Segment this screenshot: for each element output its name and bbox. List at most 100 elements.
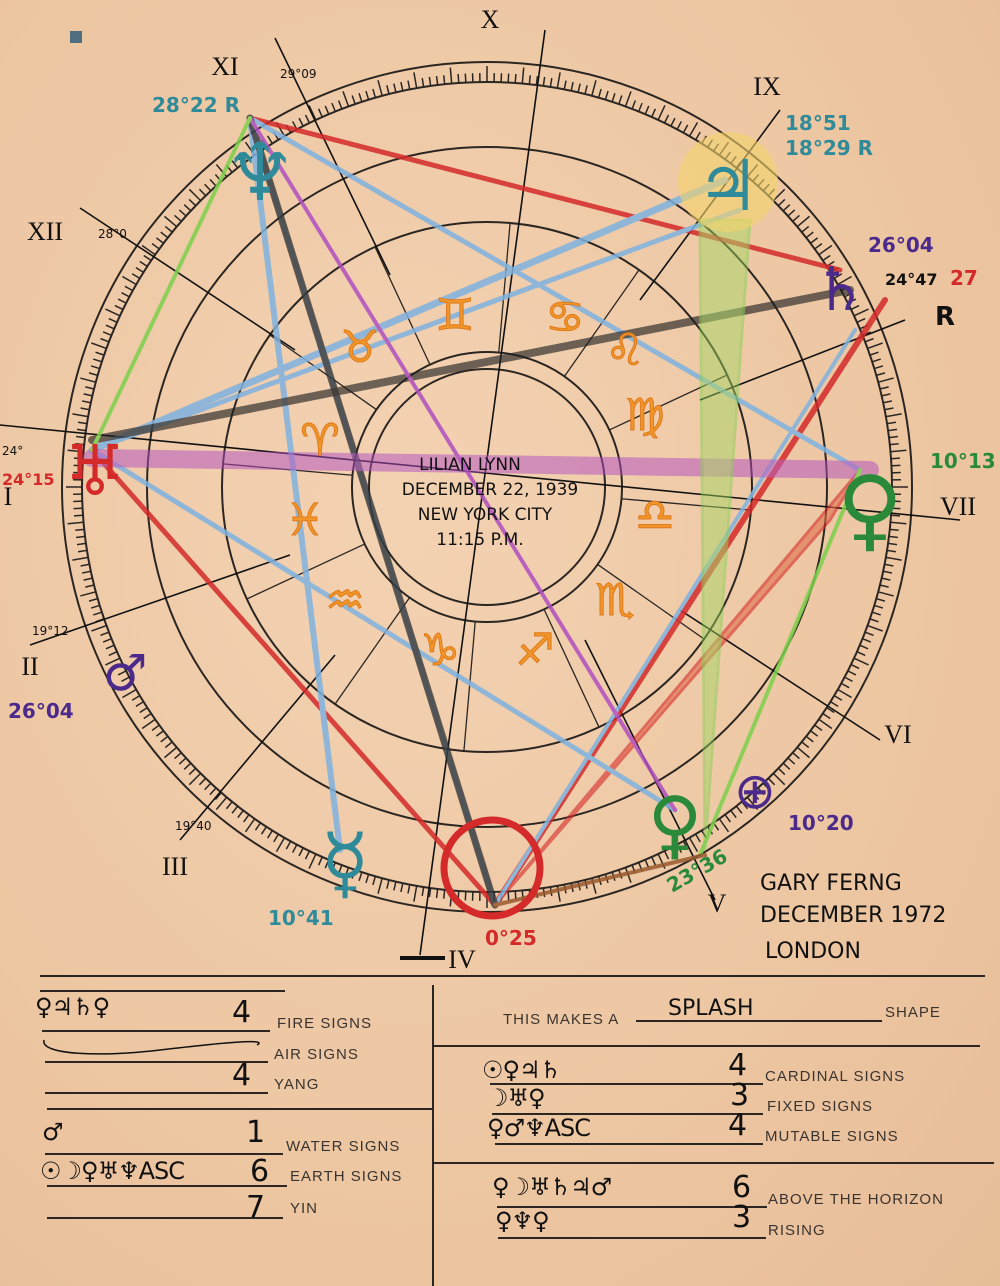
degree-tick (121, 291, 130, 298)
degree-tick (198, 188, 207, 197)
count: 4 (232, 1058, 252, 1093)
degree-tick (105, 657, 121, 666)
degree-tick (73, 457, 84, 460)
shape-value[interactable]: SPLASH (668, 996, 754, 1021)
count: 7 (246, 1190, 266, 1225)
degree-tick (91, 624, 107, 632)
degree-tick (76, 428, 87, 432)
aspect-line (89, 207, 743, 453)
degree-tick (93, 611, 103, 616)
degree-tick (291, 844, 298, 853)
degree-tick (885, 413, 902, 418)
count: 6 (250, 1154, 270, 1189)
zodiac-sign: ♊ (435, 290, 474, 341)
degree-tick (850, 304, 860, 311)
degree-tick (122, 688, 137, 699)
degree-tick (757, 787, 765, 796)
degree-tick (724, 814, 731, 823)
degree-tick (324, 105, 330, 115)
cusp-degree: 24° (2, 444, 23, 458)
planet-glyph: ☿ (320, 816, 369, 909)
degree-tick (331, 102, 336, 112)
degree-tick (131, 273, 141, 280)
degree-tick (324, 859, 330, 869)
degree-tick (670, 847, 676, 857)
zodiac-sign: ♌ (605, 325, 644, 376)
degree-tick (777, 198, 786, 207)
house-numerals: X XI XII I II III IV V VI VII IX (4, 5, 976, 974)
degree-tick (869, 618, 879, 623)
degree-tick (890, 514, 901, 517)
degree-tick (805, 231, 814, 239)
degree-tick (864, 337, 874, 343)
degree-tick (273, 833, 280, 843)
degree-tick (337, 864, 343, 874)
degree-tick (670, 117, 676, 127)
degree-tick (718, 818, 730, 833)
degree-tick (869, 351, 879, 356)
degree-tick (317, 856, 323, 866)
cusp-degrees: 29°09 28°0 24° 19°12 19°40 (2, 67, 317, 833)
degree-tick (141, 718, 156, 730)
degree-tick (260, 826, 268, 835)
degree-tick (308, 853, 317, 869)
degree-tick (80, 377, 96, 383)
planet-symbols: ♀☽♅♄♃♂ (492, 1173, 612, 1201)
planet-glyph: ♆ (224, 126, 296, 219)
planet-symbols: ♂ (42, 1118, 63, 1146)
degree-tick (890, 449, 907, 453)
rule (45, 1092, 268, 1094)
planet-highlight (678, 132, 778, 232)
degree-tick (442, 889, 446, 899)
degree-tick (90, 365, 100, 370)
degree-tick (164, 215, 178, 228)
planet-symbols: ☉☽♀♅♆ASC (40, 1157, 185, 1185)
degree-tick (782, 762, 791, 770)
degree-tick (881, 577, 891, 581)
degree-tick (752, 792, 760, 800)
degree-tick (358, 871, 363, 881)
degree-tick (428, 887, 432, 898)
degree-tick (889, 528, 899, 532)
rule (497, 1206, 767, 1208)
degree-tick (890, 457, 901, 460)
degree-tick (777, 767, 786, 776)
zodiac-sign: ♑ (420, 625, 459, 676)
degree-tick (809, 237, 819, 244)
planet-glyph: ♀ (837, 457, 903, 562)
degree-tick (876, 372, 886, 377)
degree-tick (83, 577, 93, 581)
aspect-line (698, 468, 862, 857)
degree-tick (413, 885, 418, 902)
degree-tick (317, 108, 323, 118)
degree-tick (809, 730, 819, 737)
zodiac-signs: ♋ ♌ ♍ ♎ ♏ ♐ ♑ ♒ ♓ ♈ ♉ ♊ (285, 290, 675, 677)
degree-tick (886, 421, 897, 425)
degree-tick (77, 421, 88, 425)
birth-time: 11:15 P.M. (436, 530, 523, 550)
degree-tick (151, 243, 160, 250)
degree-tick (688, 837, 699, 852)
cusp-degree: 29°09 (280, 67, 317, 81)
birth-data: LILIAN LYNN DECEMBER 22, 1939 NEW YORK C… (402, 455, 578, 550)
birth-place: NEW YORK CITY (418, 505, 553, 525)
degree-tick (844, 676, 853, 683)
planet-glyph: ♅ (64, 430, 127, 512)
degree-tick (584, 85, 588, 95)
degree-tick (874, 604, 884, 609)
degree-tick (114, 663, 124, 670)
degree-tick (651, 856, 657, 866)
sign-divider (334, 597, 411, 705)
degree-tick (801, 741, 810, 749)
degree-tick (124, 285, 134, 292)
air-signs-label: AIR SIGNS (274, 1046, 359, 1063)
degree-tick (881, 393, 891, 397)
degree-tick (243, 814, 250, 823)
birth-date: DECEMBER 22, 1939 (402, 480, 578, 500)
degree-tick (393, 83, 397, 93)
degree-tick (386, 879, 390, 889)
sign-divider (621, 498, 752, 511)
degree-tick (535, 75, 539, 86)
degree-tick (141, 244, 156, 256)
degree-tick (888, 435, 899, 439)
